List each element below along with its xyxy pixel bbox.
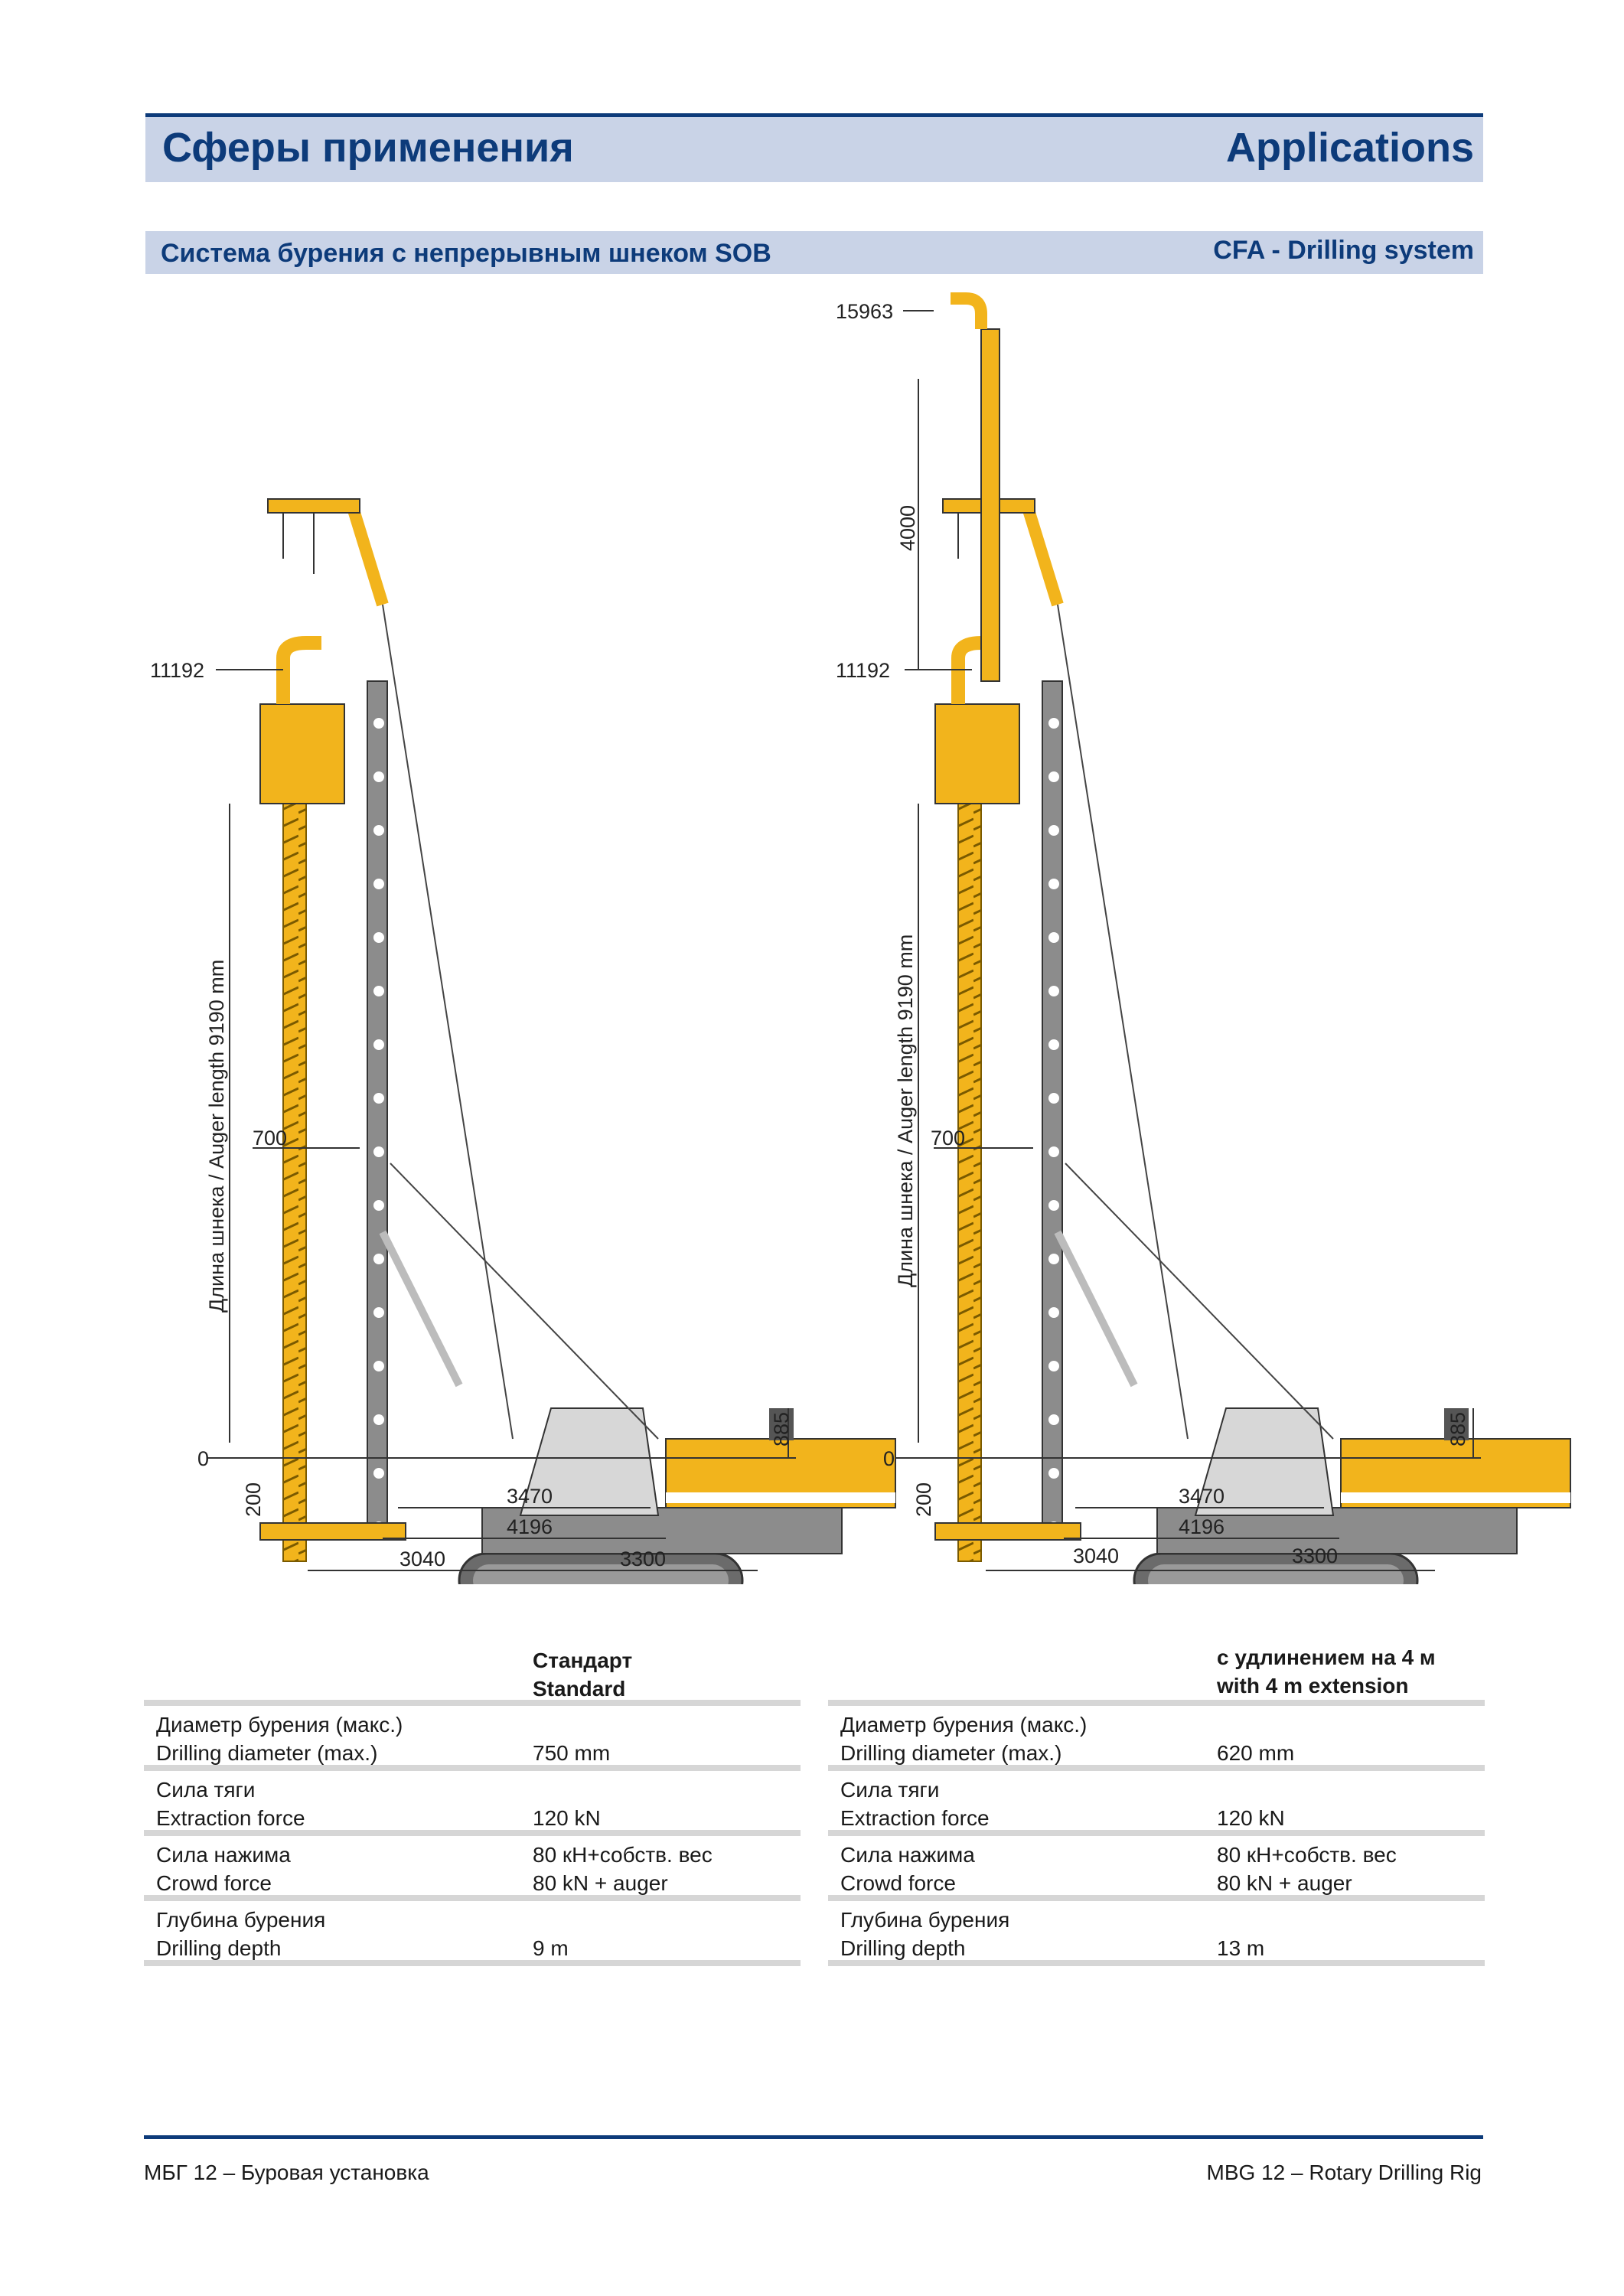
dim-3300-right: 3300 xyxy=(1292,1544,1338,1567)
row-value-en: 9 m xyxy=(533,1936,569,1960)
row-value-en: 620 mm xyxy=(1217,1741,1295,1765)
auger-length-left: Длина шнека / Auger length 9190 mm xyxy=(205,960,228,1313)
dim-885-right: 885 xyxy=(1446,1412,1469,1446)
row-label-en: Drilling diameter (max.) xyxy=(156,1741,378,1765)
dim-700-right: 700 xyxy=(931,1127,965,1150)
dim-height-11192-left: 11192 xyxy=(150,659,204,682)
page-title-en: Applications xyxy=(1225,125,1474,171)
dim-885-left: 885 xyxy=(770,1412,793,1446)
table-divider xyxy=(828,1960,1485,1966)
dim-zero-right: 0 xyxy=(883,1447,895,1470)
row-label-en: Drilling depth xyxy=(156,1936,282,1960)
mast-extension xyxy=(980,328,1000,682)
table-divider xyxy=(144,1895,801,1901)
row-label-ru: Сила нажима xyxy=(156,1843,291,1867)
dim-3040-left: 3040 xyxy=(399,1548,445,1570)
dim-4000: 4000 xyxy=(896,505,919,551)
row-label-en: Extraction force xyxy=(156,1806,305,1830)
header-band xyxy=(145,117,1483,182)
page-title-ru: Сферы применения xyxy=(162,125,574,171)
row-value-ru: 80 кН+собств. вес xyxy=(533,1843,713,1867)
row-label-en: Crowd force xyxy=(840,1871,956,1895)
row-value-en: 120 kN xyxy=(533,1806,601,1830)
row-value-ru xyxy=(1217,1776,1285,1804)
specs-header-en: with 4 m extension xyxy=(1217,1674,1409,1698)
row-value-en: 120 kN xyxy=(1217,1806,1285,1830)
row-value-ru xyxy=(1217,1711,1294,1739)
row-label-ru: Диаметр бурения (макс.) xyxy=(840,1713,1088,1737)
row-label-ru: Сила тяги xyxy=(840,1778,940,1802)
footer-rule xyxy=(144,2135,1483,2139)
dim-3470-left: 3470 xyxy=(507,1485,553,1508)
row-label-en: Drilling diameter (max.) xyxy=(840,1741,1062,1765)
dim-3300-left: 3300 xyxy=(620,1548,666,1570)
row-label-ru: Глубина бурения xyxy=(156,1908,326,1932)
table-divider xyxy=(828,1700,1485,1706)
row-value-en: 80 kN + auger xyxy=(1217,1871,1352,1895)
row-value-ru xyxy=(533,1711,610,1739)
dim-zero-left: 0 xyxy=(197,1447,209,1470)
auger-length-right: Длина шнека / Auger length 9190 mm xyxy=(894,934,917,1287)
dim-700-left: 700 xyxy=(253,1127,287,1150)
section-band xyxy=(145,231,1483,274)
table-divider xyxy=(828,1895,1485,1901)
header-top-rule xyxy=(145,113,1483,117)
specs-header-ru: с удлинением на 4 м xyxy=(1217,1645,1436,1669)
dim-3470-right: 3470 xyxy=(1179,1485,1225,1508)
dim-height-11192-right: 11192 xyxy=(836,659,890,682)
row-label-en: Drilling depth xyxy=(840,1936,966,1960)
specs-header-standard: Стандарт Standard xyxy=(144,1634,801,1701)
specs-header-ru: Стандарт xyxy=(533,1649,633,1672)
table-row: Диаметр бурения (макс.) Drilling diameter… xyxy=(144,1706,801,1765)
rig-drawing-standard xyxy=(260,499,895,1584)
dim-4196-right: 4196 xyxy=(1179,1515,1225,1538)
row-value-ru xyxy=(533,1906,569,1934)
row-label-en: Extraction force xyxy=(840,1806,990,1830)
dim-3040-right: 3040 xyxy=(1073,1544,1119,1567)
table-divider xyxy=(144,1700,801,1706)
table-row: Диаметр бурения (макс.) Drilling diameter… xyxy=(828,1706,1485,1765)
table-divider xyxy=(144,1830,801,1836)
dim-4196-left: 4196 xyxy=(507,1515,553,1538)
table-divider xyxy=(144,1960,801,1966)
row-label-en: Crowd force xyxy=(156,1871,272,1895)
table-divider xyxy=(828,1830,1485,1836)
row-value-ru xyxy=(533,1776,601,1804)
row-value-en: 80 kN + auger xyxy=(533,1871,668,1895)
dimensions-extension xyxy=(895,310,1481,1571)
dim-height-15963: 15963 xyxy=(836,300,893,323)
row-label-ru: Сила нажима xyxy=(840,1843,975,1867)
row-label-ru: Сила тяги xyxy=(156,1778,256,1802)
dimensions-standard xyxy=(207,669,796,1571)
row-label-ru: Диаметр бурения (макс.) xyxy=(156,1713,403,1737)
dim-200-left: 200 xyxy=(242,1482,265,1517)
row-value-en: 750 mm xyxy=(533,1741,611,1765)
specs-header-en: Standard xyxy=(533,1677,626,1701)
table-divider xyxy=(144,1765,801,1771)
footer-right: MBG 12 – Rotary Drilling Rig xyxy=(1206,2161,1482,2184)
row-label-ru: Глубина бурения xyxy=(840,1908,1010,1932)
row-value-en: 13 m xyxy=(1217,1936,1265,1960)
rig-drawing-extension xyxy=(935,292,1570,1584)
row-value-ru: 80 кН+собств. вес xyxy=(1217,1843,1397,1867)
section-title-ru: Система бурения с непрерывным шнеком SOB xyxy=(161,239,771,268)
section-title-en: CFA - Drilling system xyxy=(1213,236,1474,265)
dim-200-right: 200 xyxy=(912,1482,935,1517)
specs-header-extension: с удлинением на 4 м with 4 m extension xyxy=(828,1634,1485,1700)
row-value-ru xyxy=(1217,1906,1264,1934)
rig-drawings: 11192 700 0 Длина шнека / Auger length 9… xyxy=(150,292,1624,1584)
specs-table-extension: с удлинением на 4 м with 4 m extension Д… xyxy=(828,1634,1485,1966)
footer-left: МБГ 12 – Буровая установка xyxy=(144,2161,429,2184)
specs-table-standard: Стандарт Standard Диаметр бурения (макс.… xyxy=(144,1634,801,1966)
table-divider xyxy=(828,1765,1485,1771)
